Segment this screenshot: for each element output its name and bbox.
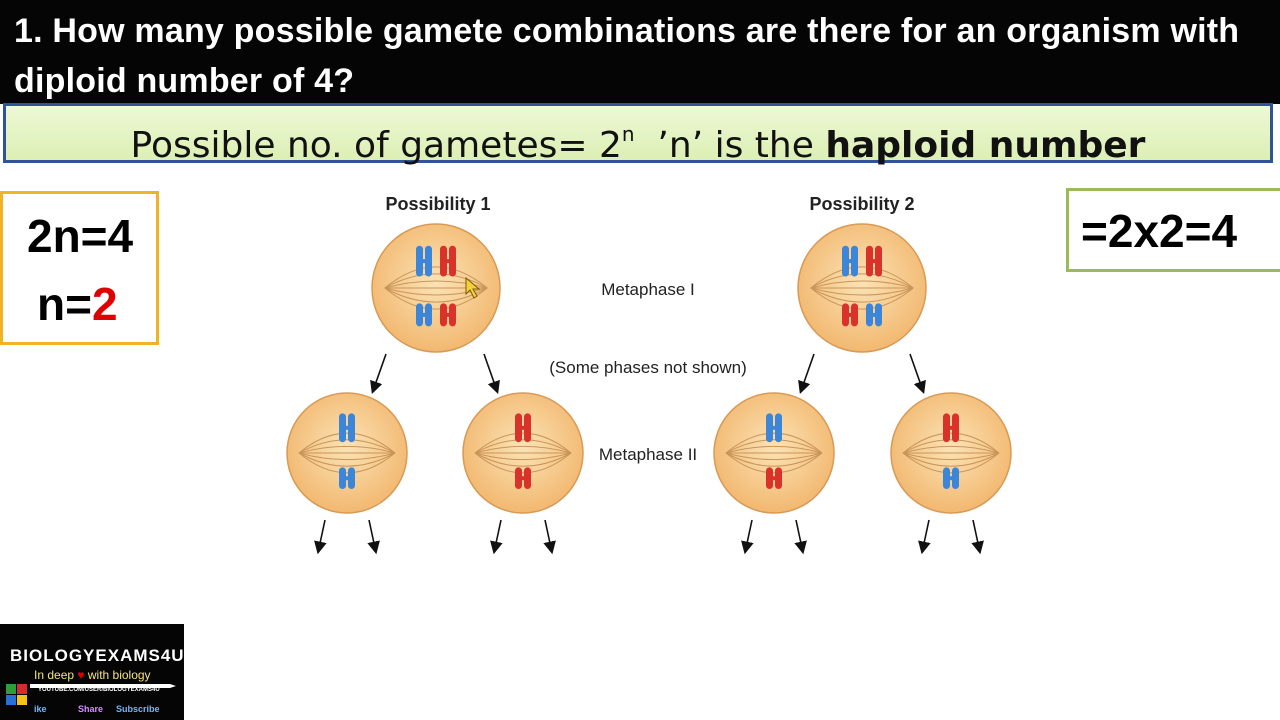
logo-square-yellow [17,695,27,705]
arrow-p1-left [370,353,387,395]
cell-group [286,223,1012,514]
arrow-bottom-3-right [971,519,984,555]
logo-tagline: In deep ♥ with biology [34,668,151,682]
arrow-bottom-0-left [314,519,327,555]
metaphase-1-label: Metaphase I [601,280,695,299]
formula-prefix: Possible no. of gametes= 2 [130,125,622,166]
arrow-p2-left [798,353,815,395]
share-link[interactable]: Share [78,704,104,714]
arrow-group [314,353,984,555]
possibility-2-metaphase-2-cell-a [713,392,835,514]
possibility-2-metaphase-2-cell-b [890,392,1012,514]
haploid-equation: n=2 [37,276,118,332]
heart-icon: ♥ [77,668,85,682]
tagline-prefix: In deep [34,668,75,682]
arrow-bottom-1-left [490,519,503,555]
logo-graphic [6,684,176,705]
mouse-cursor-icon [465,276,481,299]
possibility-1-metaphase-1-cell-upper-chromosome-1 [440,245,456,277]
arrow-p1-right [483,353,500,395]
possibility-2-metaphase-1-cell-lower-chromosome-0 [842,303,858,327]
formula-middle: ’n’ is the [634,125,826,166]
subscribe-link[interactable]: Subscribe [116,704,160,714]
possibility-1-metaphase-1-cell-upper-chromosome-0 [416,245,432,277]
arrow-bottom-1-right [543,519,556,555]
result-box: =2x2=4 [1066,188,1280,272]
meiosis-diagram: Possibility 1 Possibility 2 Metaphase I … [286,194,1012,555]
logo-square-green [6,684,16,694]
possibility-1-metaphase-2-cell-b [462,392,584,514]
tagline-suffix: with biology [87,668,151,682]
haploid-calc-box: 2n=4 n=2 [0,191,159,345]
diploid-equation: 2n=4 [27,210,134,262]
result-equation: =2x2=4 [1081,205,1238,257]
channel-logo: BIOLOGYEXAMS4U In deep ♥ with biology YO… [0,624,184,720]
possibility-1-metaphase-1-cell-lower-chromosome-1 [440,303,456,327]
title-bar: 1. How many possible gamete combinations… [0,0,1280,104]
phases-note-label: (Some phases not shown) [549,358,747,377]
logo-url: YOUTUBE.COM/USER/BIOLOGYEXAMS4U [38,687,160,693]
arrow-bottom-3-left [918,519,931,555]
logo-arrow-icon [30,684,176,688]
possibility-2-metaphase-1-cell-lower-chromosome-1 [866,303,882,327]
possibility-2-metaphase-2-cell-a-lower-chromosome-0 [766,467,782,489]
possibility-1-metaphase-2-cell-a-lower-chromosome-0 [339,467,355,489]
haploid-prefix: n= [37,278,92,330]
possibility-2-metaphase-1-cell-upper-chromosome-0 [842,245,858,277]
possibility-2-metaphase-2-cell-b-lower-chromosome-0 [943,467,959,489]
possibility-1-metaphase-1-cell [371,223,501,353]
formula-bold: haploid number [825,125,1146,166]
possibility-1-label: Possibility 1 [385,194,490,214]
possibility-2-label: Possibility 2 [809,194,914,214]
possibility-1-metaphase-2-cell-b-lower-chromosome-0 [515,467,531,489]
possibility-1-metaphase-1-cell-lower-chromosome-0 [416,303,432,327]
possibility-2-metaphase-2-cell-a-upper-chromosome-0 [766,413,782,443]
logo-brand: BIOLOGYEXAMS4U [10,646,185,665]
possibility-1-metaphase-2-cell-a-upper-chromosome-0 [339,413,355,443]
possibility-1-metaphase-2-cell-b-upper-chromosome-0 [515,413,531,443]
arrow-bottom-0-right [367,519,380,555]
possibility-1-metaphase-2-cell-a [286,392,408,514]
logo-square-blue [6,695,16,705]
formula-exponent: n [621,122,635,146]
haploid-value: 2 [91,278,118,330]
formula-box: Possible no. of gametes= 2n ’n’ is the h… [3,103,1273,166]
possibility-2-metaphase-1-cell-upper-chromosome-1 [866,245,882,277]
metaphase-2-label: Metaphase II [599,445,697,464]
arrow-p2-right [909,353,926,395]
possibility-2-metaphase-2-cell-b-upper-chromosome-0 [943,413,959,443]
logo-square-red [17,684,27,694]
possibility-2-metaphase-1-cell [797,223,927,353]
question-text: 1. How many possible gamete combinations… [14,12,1240,100]
arrow-bottom-2-right [794,519,807,555]
arrow-bottom-2-left [741,519,754,555]
like-link[interactable]: ike [34,704,47,714]
